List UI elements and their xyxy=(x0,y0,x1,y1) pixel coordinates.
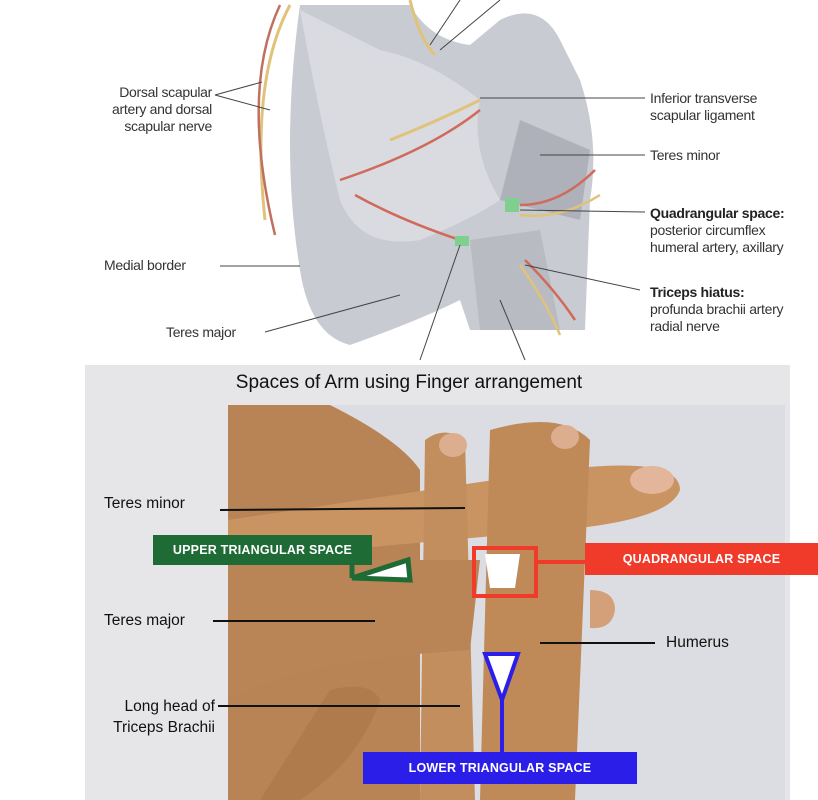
label-inferior-transverse: Inferior transverse scapular ligament xyxy=(650,90,758,123)
label-dorsal-scapular: Dorsal scapular artery and dorsal scapul… xyxy=(112,84,212,134)
label-triceps-hiatus: Triceps hiatus: profunda brachii artery … xyxy=(650,284,784,334)
label-teres-major: Teres major xyxy=(104,612,185,629)
label-teres-minor: Teres minor xyxy=(104,495,185,512)
figure-title: Spaces of Arm using Finger arrangement xyxy=(235,372,583,393)
lower-triangular-space-box: LOWER TRIANGULAR SPACE xyxy=(363,752,637,784)
label-teres-major-top: Teres major xyxy=(166,324,236,340)
scapula-illustration xyxy=(214,0,646,361)
label-medial-border: Medial border xyxy=(104,257,186,273)
label-humerus: Humerus xyxy=(666,634,729,651)
label-quadrangular-space: Quadrangular space: posterior circumflex… xyxy=(650,205,785,255)
label-long-head-triceps: Long head of Triceps Brachii xyxy=(113,698,215,736)
upper-triangular-space-box: UPPER TRIANGULAR SPACE xyxy=(153,535,372,565)
quadrangular-space-box: QUADRANGULAR SPACE xyxy=(585,543,818,575)
label-teres-minor-top: Teres minor xyxy=(650,147,720,163)
